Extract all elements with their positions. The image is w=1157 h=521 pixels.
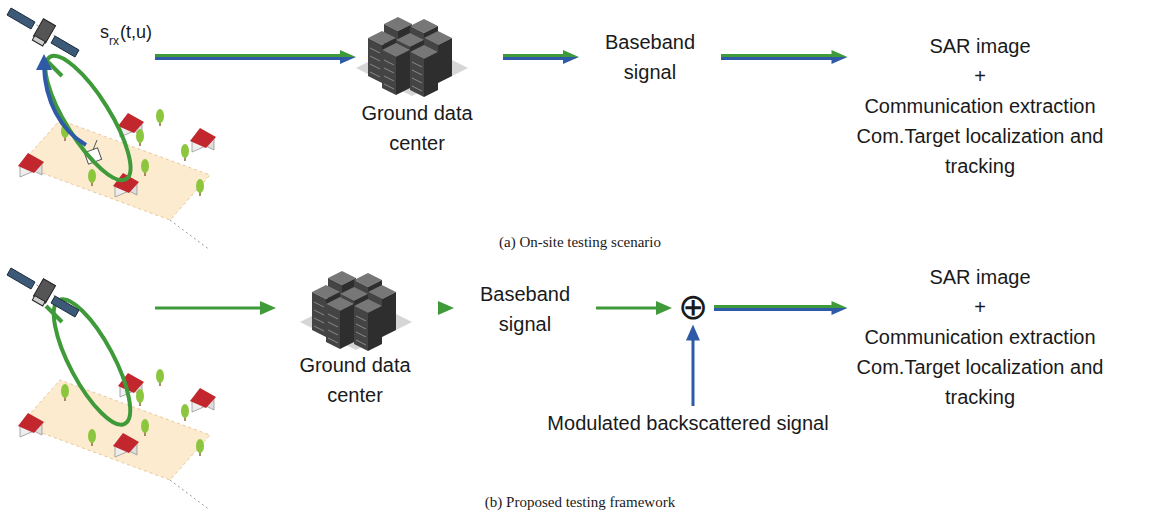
node-text: ⊕ bbox=[673, 287, 713, 327]
node-text: SAR image bbox=[854, 31, 1107, 61]
signal-arrow bbox=[686, 325, 700, 407]
text-node: Ground data center bbox=[337, 98, 497, 158]
node-text: Ground data center bbox=[275, 350, 435, 410]
text-node: Ground data center bbox=[275, 350, 435, 410]
node-text: Baseband signal bbox=[460, 279, 590, 339]
node-text: Com.Target localization and tracking bbox=[854, 352, 1107, 412]
text-node: SAR image+Communication extractionCom.Ta… bbox=[854, 31, 1107, 181]
signal-name: (t,u) bbox=[120, 22, 152, 43]
caption: (a) On-site testing scenario bbox=[499, 234, 661, 251]
node-text: + bbox=[854, 61, 1107, 91]
node-text: SAR image bbox=[854, 262, 1107, 292]
node-text: Modulated backscattered signal bbox=[538, 408, 838, 438]
node-text: Communication extraction bbox=[854, 322, 1107, 352]
signal-arrow bbox=[714, 301, 848, 315]
node-text: Communication extraction bbox=[854, 91, 1107, 121]
node-text: Com.Target localization and tracking bbox=[854, 121, 1107, 181]
sum-symbol: ⊕ bbox=[673, 287, 713, 327]
signal-name: rx bbox=[109, 34, 119, 48]
signal-name: s bbox=[100, 22, 109, 43]
signal-arrow bbox=[438, 301, 454, 315]
node-text: + bbox=[854, 292, 1107, 322]
signal-arrow bbox=[596, 301, 672, 315]
signal-arrow bbox=[503, 50, 579, 64]
caption: (b) Proposed testing framework bbox=[485, 494, 675, 511]
text-node: Baseband signal bbox=[585, 27, 715, 87]
text-node: Baseband signal bbox=[460, 279, 590, 339]
text-node: Modulated backscattered signal bbox=[538, 408, 838, 438]
text-node: SAR image+Communication extractionCom.Ta… bbox=[854, 262, 1107, 412]
signal-arrow bbox=[721, 50, 848, 64]
node-text: Baseband signal bbox=[585, 27, 715, 87]
node-text: Ground data center bbox=[337, 98, 497, 158]
